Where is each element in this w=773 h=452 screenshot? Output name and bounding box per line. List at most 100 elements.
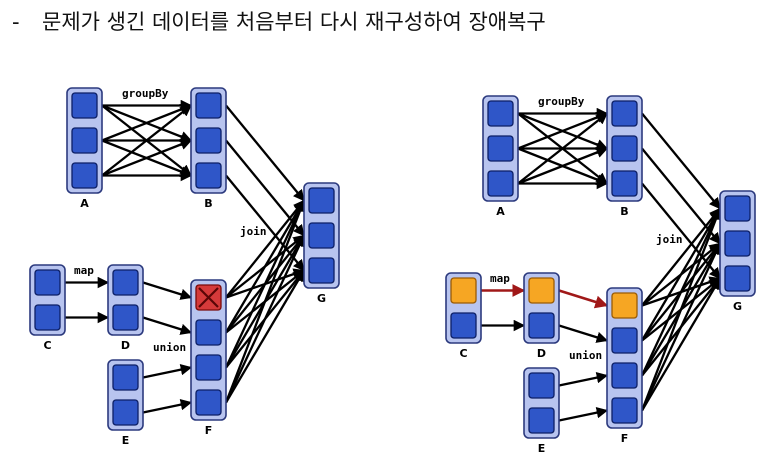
rdd-e bbox=[107, 359, 144, 431]
heading-text: 문제가 생긴 데이터를 처음부터 다시 재구성하여 장애복구 bbox=[42, 10, 546, 34]
rdd-c bbox=[445, 272, 482, 344]
partition-a2 bbox=[487, 170, 514, 197]
union-edge-d0-f0 bbox=[142, 281, 193, 300]
groupby-edge-a1-b0 bbox=[517, 111, 609, 150]
union-edge-e1-f3 bbox=[558, 406, 609, 422]
op-label-union: union bbox=[153, 341, 186, 354]
partition-b2 bbox=[195, 162, 222, 189]
partition-a1 bbox=[487, 135, 514, 162]
join-edge-f2-g0 bbox=[224, 199, 306, 368]
union-edge-d1-f1 bbox=[558, 324, 609, 343]
op-label-join: join bbox=[240, 225, 267, 238]
node-label-a: A bbox=[80, 197, 89, 210]
op-label-groupby: groupBy bbox=[538, 95, 585, 108]
groupby-edge-a2-b1 bbox=[517, 146, 609, 185]
join-edge-b1-g1 bbox=[225, 139, 305, 237]
union-edge-e0-f2 bbox=[558, 371, 609, 387]
partition-f2 bbox=[195, 354, 222, 381]
union-edge-e0-f2 bbox=[142, 363, 193, 379]
partition-c0 bbox=[34, 269, 61, 296]
node-label-g: G bbox=[733, 300, 742, 313]
partition-d1 bbox=[112, 304, 139, 331]
join-edge-f0-g0 bbox=[225, 199, 305, 299]
node-label-a: A bbox=[496, 205, 505, 218]
partition-a2 bbox=[71, 162, 98, 189]
partition-d0 bbox=[112, 269, 139, 296]
rdd-a bbox=[66, 87, 103, 194]
partition-f1 bbox=[611, 327, 638, 354]
rdd-g bbox=[719, 190, 756, 297]
partition-g0 bbox=[308, 187, 335, 214]
join-edge-f3-g1 bbox=[224, 234, 306, 403]
op-label-join: join bbox=[656, 233, 683, 246]
join-edge-f3-g2 bbox=[641, 277, 721, 412]
union-edge-d1-f1 bbox=[142, 316, 193, 335]
partition-g1 bbox=[724, 230, 751, 257]
partition-b1 bbox=[611, 135, 638, 162]
rdd-a bbox=[482, 95, 519, 202]
join-edge-f3-g1 bbox=[640, 242, 722, 411]
node-label-f: F bbox=[205, 424, 213, 437]
failed-x-icon bbox=[198, 287, 219, 308]
union-edge-e1-f3 bbox=[142, 398, 193, 414]
node-label-d: D bbox=[121, 339, 130, 352]
partition-f3 bbox=[195, 389, 222, 416]
partition-b2 bbox=[611, 170, 638, 197]
op-label-groupby: groupBy bbox=[122, 87, 169, 100]
node-label-e: E bbox=[122, 434, 130, 447]
partition-e0 bbox=[112, 364, 139, 391]
edges bbox=[65, 99, 306, 414]
partition-c1 bbox=[34, 304, 61, 331]
rdd-e bbox=[523, 367, 560, 439]
rdd-c bbox=[29, 264, 66, 336]
rdd-b bbox=[606, 95, 643, 202]
rdd-b bbox=[190, 87, 227, 194]
join-edge-f1-g0 bbox=[641, 207, 721, 342]
groupby-edge-a2-b1 bbox=[101, 138, 193, 177]
node-label-c: C bbox=[43, 339, 51, 352]
heading-bullet: - bbox=[12, 10, 20, 34]
partition-g0 bbox=[724, 195, 751, 222]
rdd-d bbox=[523, 272, 560, 344]
join-edge-b2-g2 bbox=[225, 174, 305, 272]
groupby-edge-a2-b0 bbox=[101, 104, 192, 177]
rdd-box-f bbox=[606, 287, 643, 429]
partition-f3 bbox=[611, 397, 638, 424]
partition-c1 bbox=[450, 312, 477, 339]
partition-b0 bbox=[195, 92, 222, 119]
join-edge-f2-g0 bbox=[640, 207, 722, 376]
partition-d0 bbox=[528, 277, 555, 304]
join-edge-b1-g1 bbox=[641, 147, 721, 245]
partition-e1 bbox=[528, 407, 555, 434]
join-edge-b0-g0 bbox=[641, 112, 721, 210]
rdd-f bbox=[190, 279, 227, 421]
op-label-map: map bbox=[490, 272, 510, 285]
groupby-edge-a1-b0 bbox=[101, 103, 193, 142]
node-label-c: C bbox=[459, 347, 467, 360]
partition-g2 bbox=[308, 257, 335, 284]
node-label-d: D bbox=[537, 347, 546, 360]
node-label-e: E bbox=[538, 442, 546, 452]
join-edge-f3-g0 bbox=[224, 199, 306, 403]
node-label-b: B bbox=[620, 205, 628, 218]
rdd-f bbox=[606, 287, 643, 429]
rdd-nodes bbox=[445, 95, 756, 439]
rdd-g bbox=[303, 182, 340, 289]
groupby-edge-a2-b0 bbox=[517, 112, 608, 185]
node-label-f: F bbox=[621, 432, 629, 445]
op-label-union: union bbox=[569, 349, 602, 362]
partition-b0 bbox=[611, 100, 638, 127]
partition-a0 bbox=[71, 92, 98, 119]
union-edge-d0-f0 bbox=[558, 289, 609, 309]
op-label-map: map bbox=[74, 264, 94, 277]
partition-c0 bbox=[450, 277, 477, 304]
edges bbox=[481, 107, 722, 422]
partition-a1 bbox=[71, 127, 98, 154]
rdd-nodes bbox=[29, 87, 340, 431]
partition-f2 bbox=[611, 362, 638, 389]
node-label-b: B bbox=[204, 197, 212, 210]
